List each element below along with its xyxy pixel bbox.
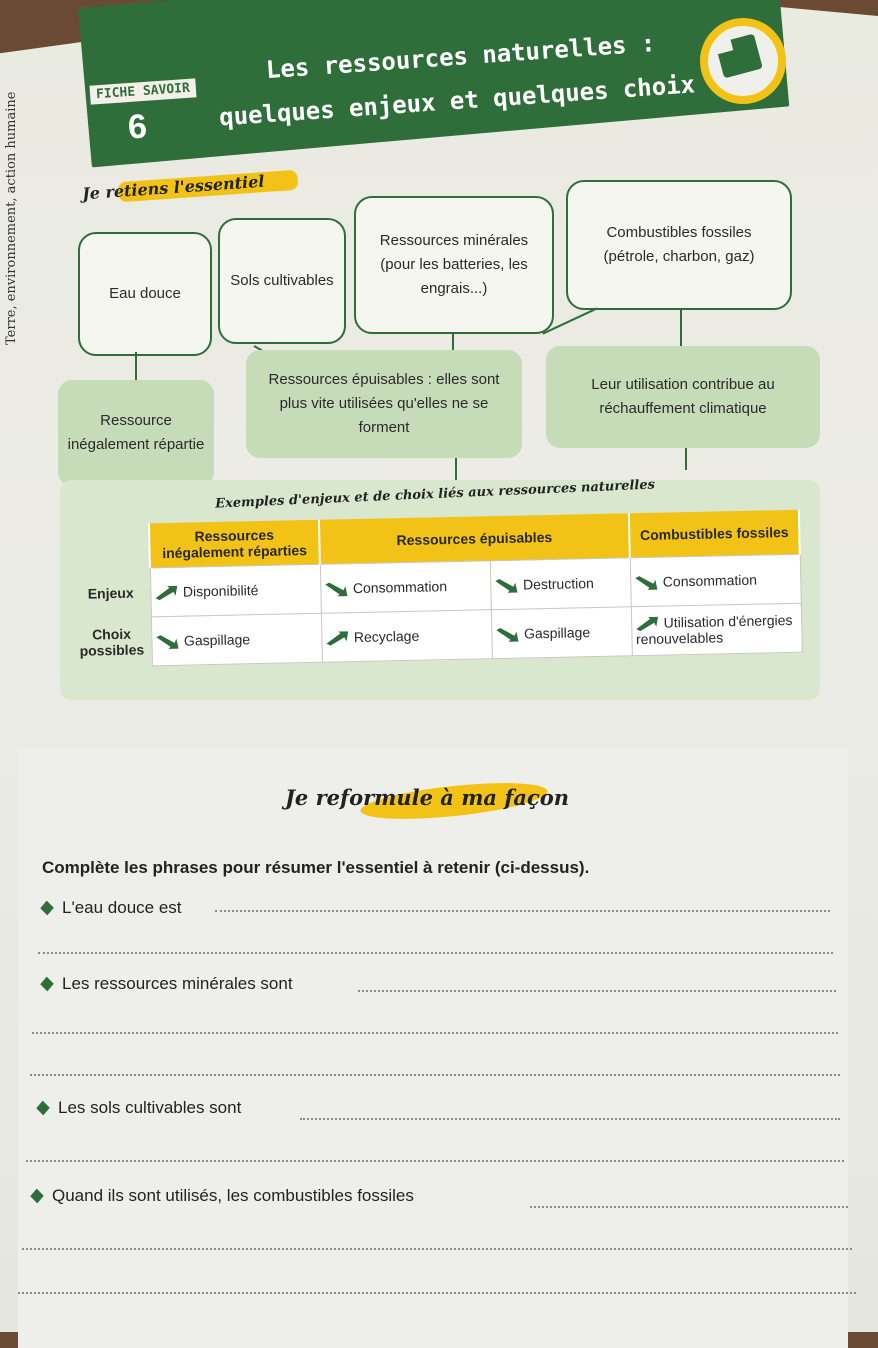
answer-line[interactable] — [358, 990, 836, 992]
box-eau-douce: Eau douce — [78, 232, 212, 356]
row-label: Enjeux — [70, 567, 151, 619]
connector-line — [455, 455, 457, 481]
sentence-item: Quand ils sont utilisés, les combustible… — [30, 1186, 414, 1206]
box-combustibles-label: Combustibles fossiles (pétrole, charbon,… — [603, 224, 755, 265]
table-cell: Recyclage — [320, 609, 493, 663]
box-ressource-inegale: Ressource inégalement répartie — [58, 380, 214, 486]
sentence-item: Les sols cultivables sont — [36, 1098, 242, 1118]
table-cell: Consommation — [629, 554, 801, 607]
instruction-text: Complète les phrases pour résumer l'esse… — [42, 858, 590, 877]
arrow-down-icon — [634, 576, 657, 591]
bullet-icon — [30, 1188, 44, 1204]
box-combustibles: Combustibles fossiles (pétrole, charbon,… — [566, 180, 792, 310]
sentence-text: Quand ils sont utilisés, les combustible… — [52, 1186, 414, 1205]
bullet-icon — [40, 976, 54, 992]
table-cell: Gaspillage — [150, 613, 322, 667]
cell-label: Destruction — [522, 574, 594, 593]
answer-line[interactable] — [38, 952, 833, 954]
cell-label: Disponibilité — [182, 581, 259, 600]
column-header: Ressources épuisables — [318, 513, 630, 565]
arrow-down-icon — [495, 628, 519, 643]
box-ressources-minerales-label: Ressources minérales (pour les batteries… — [379, 232, 529, 297]
box-ressources-minerales: Ressources minérales (pour les batteries… — [354, 196, 554, 334]
answer-line[interactable] — [530, 1206, 848, 1208]
table-cell: Utilisation d'énergies renouvelables — [630, 603, 802, 657]
arrow-down-icon — [324, 582, 348, 597]
column-header: Ressources inégalement réparties — [148, 519, 320, 568]
arrow-up-icon — [155, 585, 177, 601]
answer-line[interactable] — [300, 1118, 840, 1120]
bullet-icon — [40, 900, 54, 916]
sentence-text: L'eau douce est — [62, 898, 182, 917]
row-label: Choix possibles — [71, 616, 152, 668]
cell-label: Recyclage — [353, 627, 420, 646]
table-cell: Destruction — [489, 557, 631, 610]
box-sols-label: Sols cultivables — [230, 272, 334, 289]
side-label: Terre, environnement, action humaine — [4, 91, 19, 345]
box-ressource-inegale-label: Ressource inégalement répartie — [67, 412, 205, 453]
arrow-up-icon — [326, 631, 348, 646]
table-row: Enjeux Disponibilité Consommation Destru… — [70, 554, 801, 619]
table-cell: Gaspillage — [491, 606, 632, 659]
sentence-text: Les sols cultivables sont — [58, 1098, 242, 1117]
column-header: Combustibles fossiles — [628, 509, 800, 558]
cell-label: Utilisation d'énergies renouvelables — [635, 611, 793, 648]
answer-line[interactable] — [22, 1248, 852, 1250]
sentence-item: L'eau douce est — [40, 898, 182, 918]
arrow-down-icon — [494, 579, 518, 594]
answer-line[interactable] — [18, 1292, 856, 1294]
cell-label: Gaspillage — [523, 624, 591, 642]
cell-label: Gaspillage — [183, 631, 251, 649]
box-eau-douce-label: Eau douce — [109, 285, 181, 302]
answer-line[interactable] — [26, 1160, 844, 1162]
box-rechauffement-label: Leur utilisation contribue au réchauffem… — [591, 376, 775, 417]
answer-line[interactable] — [30, 1074, 840, 1076]
sentence-text: Les ressources minérales sont — [62, 974, 293, 993]
box-rechauffement: Leur utilisation contribue au réchauffem… — [546, 346, 820, 448]
box-ressources-epuisables: Ressources épuisables : elles sont plus … — [246, 350, 522, 458]
connector-line — [685, 448, 687, 470]
table-cell: Consommation — [319, 560, 492, 614]
box-sols: Sols cultivables — [218, 218, 346, 344]
bullet-icon — [36, 1100, 50, 1116]
arrow-up-icon — [635, 617, 658, 632]
sentence-item: Les ressources minérales sont — [40, 974, 293, 994]
table-corner — [70, 523, 150, 570]
box-ressources-epuisables-label: Ressources épuisables : elles sont plus … — [268, 371, 500, 436]
arrow-down-icon — [155, 635, 179, 650]
cell-label: Consommation — [662, 571, 758, 590]
connector-line — [680, 310, 682, 350]
connector-line — [135, 352, 137, 382]
connector-line — [452, 334, 454, 354]
reformule-panel — [18, 748, 848, 1348]
cell-label: Consommation — [352, 577, 448, 596]
answer-line[interactable] — [215, 910, 830, 912]
table-row: Choix possibles Gaspillage Recyclage Gas… — [71, 603, 802, 668]
enjeux-table: Ressources inégalement réparties Ressour… — [70, 509, 803, 669]
reformule-heading: Je reformule à ma façon — [285, 785, 570, 810]
fiche-number: 6 — [126, 107, 149, 147]
table-cell: Disponibilité — [149, 564, 321, 617]
answer-line[interactable] — [32, 1032, 838, 1034]
